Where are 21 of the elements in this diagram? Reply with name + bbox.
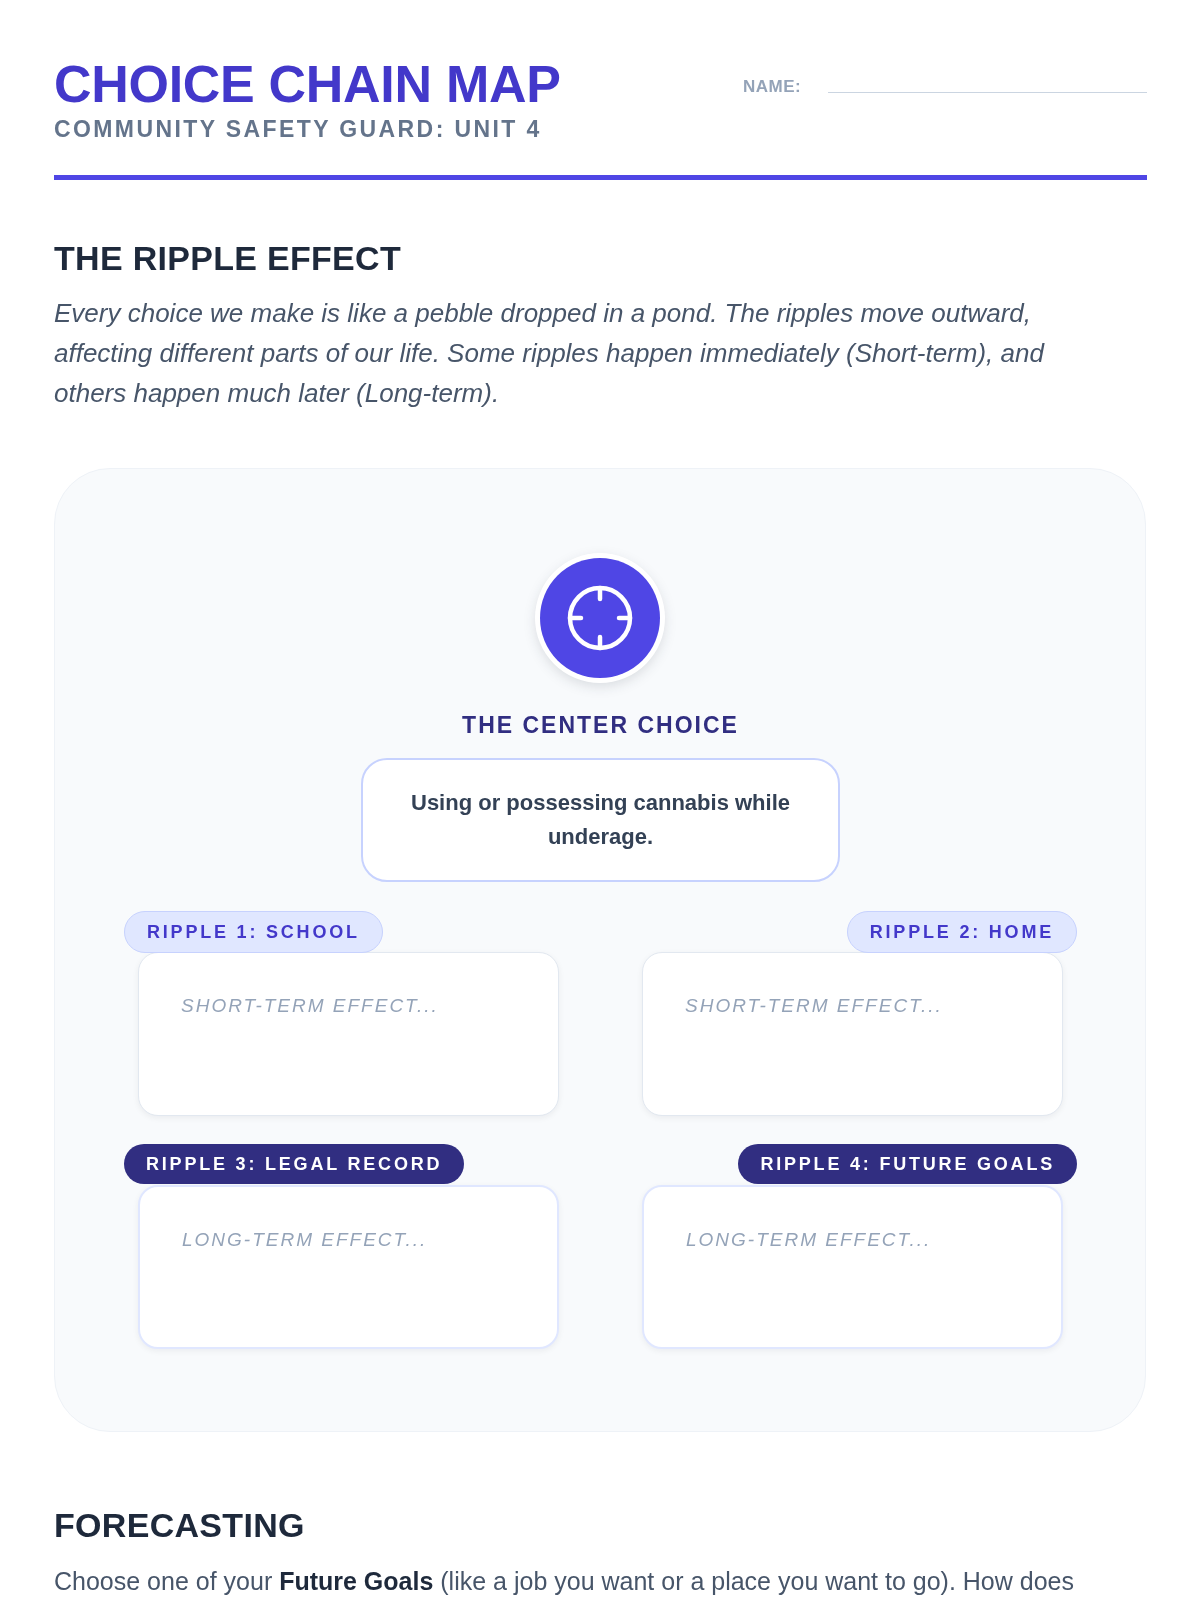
answer-box bbox=[138, 952, 559, 1116]
section-heading: THE RIPPLE EFFECT bbox=[54, 240, 401, 276]
placeholder-text: LONG-TERM EFFECT... bbox=[182, 1228, 428, 1252]
node-heading: THE CENTER CHOICE bbox=[462, 712, 739, 738]
category-tag: RIPPLE 4: FUTURE GOALS bbox=[738, 1144, 1077, 1184]
instructions-paragraph: Choose one of your Future Goals (like a job you want or a place you want to go). How does bbox=[54, 1568, 1074, 1594]
category-tag: RIPPLE 2: HOME bbox=[846, 911, 1077, 953]
category-tag: RIPPLE 1: SCHOOL bbox=[124, 911, 383, 953]
answer-box bbox=[642, 952, 1063, 1116]
placeholder-text: SHORT-TERM EFFECT... bbox=[685, 994, 943, 1018]
answer-box bbox=[138, 1185, 559, 1349]
placeholder-text: SHORT-TERM EFFECT... bbox=[181, 994, 439, 1018]
subtitle: COMMUNITY SAFETY GUARD: UNIT 4 bbox=[54, 116, 542, 142]
category-tag: RIPPLE 3: LEGAL RECORD bbox=[124, 1144, 465, 1184]
answer-box bbox=[642, 1185, 1063, 1349]
choice-text: Using or possessing cannabis while underage. bbox=[410, 789, 791, 851]
section-heading: FORECASTING bbox=[54, 1507, 305, 1543]
field-label: NAME: bbox=[743, 77, 802, 97]
page-title: CHOICE CHAIN MAP bbox=[54, 58, 561, 110]
intro-paragraph: Every choice we make is like a pebble dropped in a pond. The ripples move outward, affecting different parts of our life. Some ripples happen immediately (Short-term), and others happen much later (Long-term). bbox=[54, 297, 1046, 410]
placeholder-text: LONG-TERM EFFECT... bbox=[686, 1228, 932, 1252]
